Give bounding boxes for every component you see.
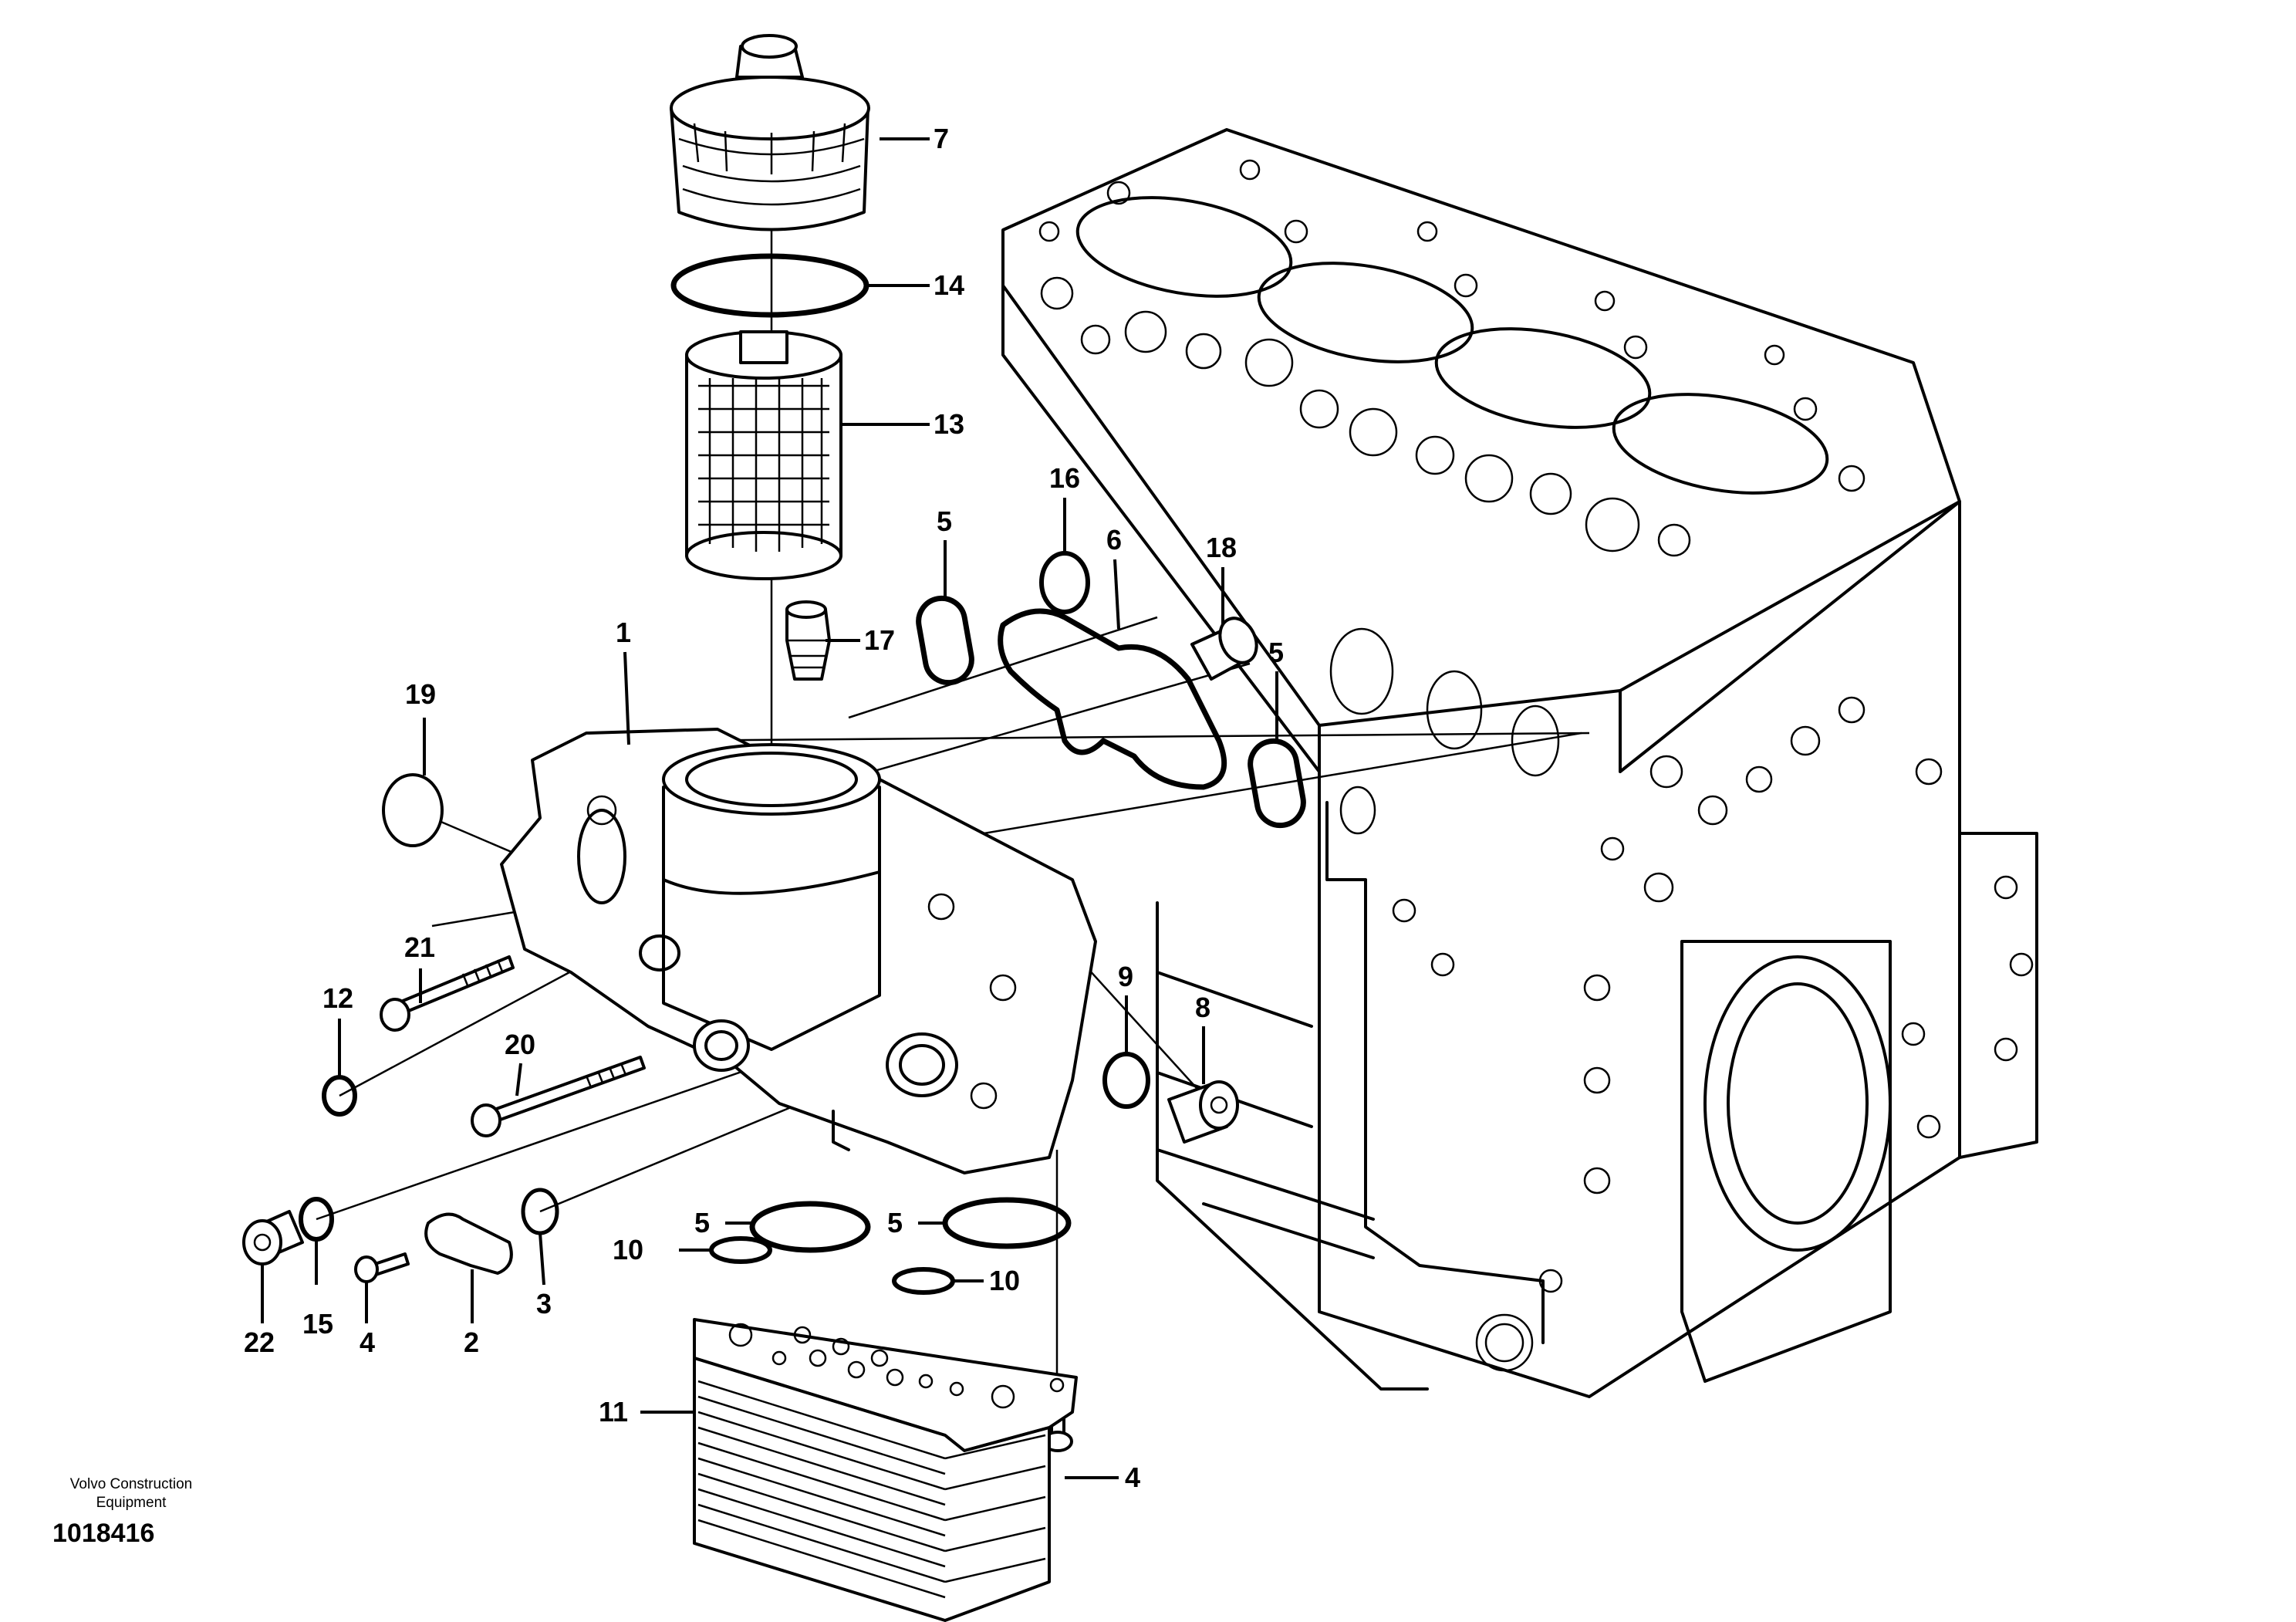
callout-8: 8 xyxy=(1195,992,1210,1023)
callout-18: 18 xyxy=(1206,532,1237,563)
callout-11: 11 xyxy=(599,1396,628,1428)
callout-2: 2 xyxy=(464,1326,479,1358)
callout-16: 16 xyxy=(1049,462,1080,494)
seal-5b xyxy=(1248,738,1306,829)
seal-10a xyxy=(709,1236,772,1264)
plug-18 xyxy=(1190,617,1258,681)
valve xyxy=(785,600,831,681)
plug-8 xyxy=(1167,1080,1239,1144)
callout-17: 17 xyxy=(864,624,895,656)
sealing-ring-9 xyxy=(1102,1052,1150,1109)
callout-5c: 5 xyxy=(694,1207,710,1238)
callout-9: 9 xyxy=(1118,961,1133,992)
brand-name-line2: Equipment xyxy=(96,1495,167,1511)
callout-4a: 4 xyxy=(360,1326,375,1358)
oil-cooler xyxy=(693,1318,1078,1622)
alignment-lines xyxy=(316,116,1590,1381)
callout-3: 3 xyxy=(536,1288,552,1320)
cap-19 xyxy=(382,773,444,847)
callout-leaders xyxy=(261,137,1278,1479)
o-ring-14 xyxy=(670,253,869,318)
seal-5c xyxy=(749,1201,871,1253)
callout-1: 1 xyxy=(616,617,631,648)
callout-13: 13 xyxy=(934,408,964,440)
drawing-number: 1018416 xyxy=(52,1519,155,1548)
engine-block xyxy=(1001,128,2038,1398)
bolt-4a xyxy=(354,1252,410,1283)
brand-name: Volvo Construction xyxy=(69,1476,193,1492)
plug-22 xyxy=(242,1210,304,1265)
seal-5a xyxy=(916,595,974,686)
callout-22: 22 xyxy=(244,1326,275,1358)
sealing-ring-16 xyxy=(1039,551,1090,614)
callout-5b: 5 xyxy=(1268,637,1284,668)
seal-5d xyxy=(942,1197,1072,1249)
callout-7: 7 xyxy=(934,123,949,154)
callout-4b: 4 xyxy=(1125,1461,1140,1493)
callout-12: 12 xyxy=(322,982,353,1014)
callout-6: 6 xyxy=(1106,524,1122,556)
callout-14: 14 xyxy=(934,269,964,301)
filter-element xyxy=(685,330,842,580)
callout-5d: 5 xyxy=(887,1207,903,1238)
filter-cap xyxy=(670,34,870,231)
callout-labels: 7 14 13 17 1 19 5 16 6 18 5 21 12 20 9 8… xyxy=(244,123,1284,1493)
seal-10b xyxy=(892,1267,955,1295)
callout-10b: 10 xyxy=(989,1265,1020,1296)
callout-20: 20 xyxy=(505,1029,535,1060)
oil-filter-housing xyxy=(500,728,1097,1174)
callout-15: 15 xyxy=(302,1308,333,1340)
callout-19: 19 xyxy=(405,678,436,710)
gasket xyxy=(998,608,1227,790)
cover-plate xyxy=(424,1212,513,1275)
callout-10a: 10 xyxy=(613,1234,643,1265)
callout-5a: 5 xyxy=(937,505,952,537)
callout-21: 21 xyxy=(404,931,435,963)
bolt-21 xyxy=(380,955,515,1032)
bolt-20 xyxy=(471,1056,646,1137)
